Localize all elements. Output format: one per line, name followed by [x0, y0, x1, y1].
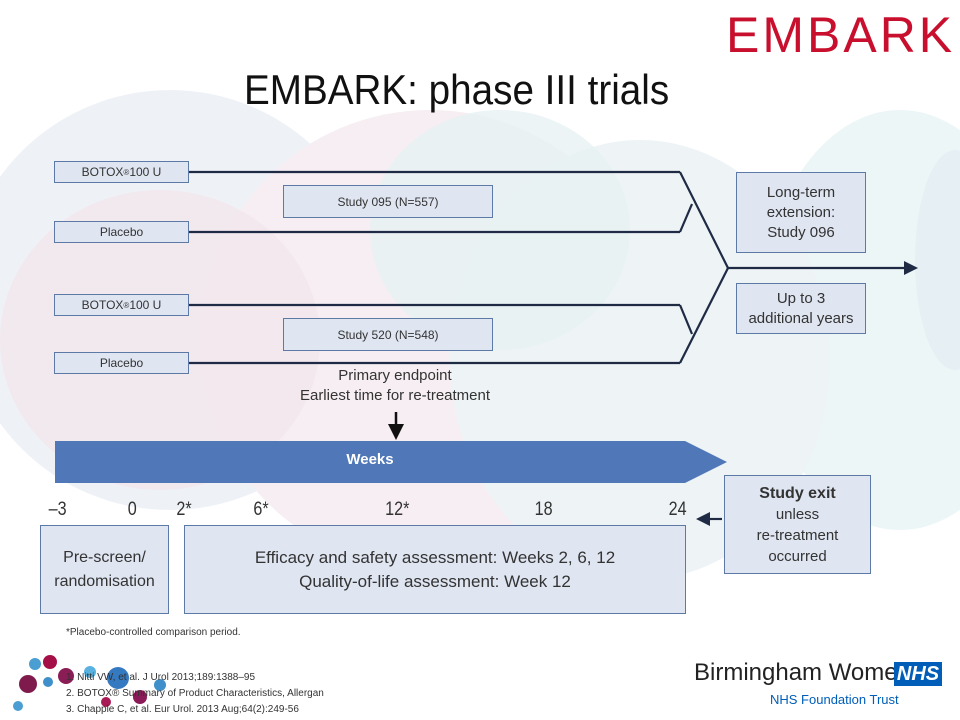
years-line-2: additional years — [748, 309, 854, 327]
study-095-label: Study 095 (N=557) — [337, 194, 439, 209]
week-tick: 12* — [385, 499, 410, 520]
footnote: *Placebo-controlled comparison period. — [66, 627, 241, 638]
arm-placebo-label: Placebo — [99, 225, 144, 239]
registered-mark: ® — [123, 167, 130, 177]
reference-item: 1. Nitti VW, et al. J Urol 2013;189:1388… — [66, 672, 255, 683]
study-095-box: Study 095 (N=557) — [283, 185, 493, 218]
weeks-timeline-bar — [55, 441, 727, 483]
study-520-box: Study 520 (N=548) — [283, 318, 493, 351]
study-520-label: Study 520 (N=548) — [337, 327, 439, 342]
arm-botox-dose: 100 U — [129, 298, 162, 312]
weeks-label: Weeks — [346, 451, 394, 468]
efficacy-line-1: Efficacy and safety assessment: Weeks 2,… — [254, 547, 616, 567]
primary-endpoint-note: Primary endpoint Earliest time for re-tr… — [270, 366, 520, 406]
prescreen-line-2: randomisation — [54, 572, 155, 590]
week-tick: 24 — [668, 499, 687, 520]
long-term-extension-box: Long-term extension: Study 096 — [736, 172, 866, 253]
study-exit-box: Study exit unless re-treatment occurred — [724, 475, 871, 574]
additional-years-box: Up to 3 additional years — [736, 283, 866, 334]
reference-item: 2. BOTOX® Summary of Product Characteris… — [66, 688, 324, 699]
arm-placebo-label: Placebo — [99, 356, 144, 370]
arm-botox-520: BOTOX® 100 U — [54, 294, 189, 316]
week-tick: 0 — [127, 499, 137, 520]
arm-placebo-095: Placebo — [54, 221, 189, 243]
years-line-1: Up to 3 — [776, 289, 826, 307]
endpoint-line-2: Earliest time for re-treatment — [299, 387, 491, 404]
extension-line-3: Study 096 — [767, 223, 835, 241]
registered-mark: ® — [123, 300, 130, 310]
exit-line-1: Study exit — [759, 484, 836, 502]
slide-title: EMBARK: phase III trials — [244, 66, 670, 113]
prescreen-box: Pre-screen/ randomisation — [40, 525, 169, 614]
arm-botox-dose: 100 U — [129, 165, 162, 179]
arm-botox-095: BOTOX® 100 U — [54, 161, 189, 183]
week-tick: –3 — [48, 499, 67, 520]
extension-line-1: Long-term — [766, 183, 836, 201]
arm-placebo-520: Placebo — [54, 352, 189, 374]
endpoint-line-1: Primary endpoint — [338, 367, 452, 384]
trust-name: NHS Foundation Trust — [770, 692, 899, 707]
reference-item: 3. Chapple C, et al. Eur Urol. 2013 Aug;… — [66, 704, 299, 715]
arm-botox-label: BOTOX — [81, 298, 124, 312]
week-tick: 2* — [176, 499, 192, 520]
prescreen-line-1: Pre-screen/ — [63, 548, 146, 566]
week-tick: 6* — [253, 499, 269, 520]
embark-logo: EMBARK — [726, 7, 956, 63]
hospital-name: Birmingham Women's — [694, 659, 928, 686]
extension-line-2: extension: — [766, 203, 836, 221]
nhs-logo: NHS — [894, 662, 942, 686]
references: 1. Nitti VW, et al. J Urol 2013;189:1388… — [66, 670, 324, 718]
exit-line-2: unless — [775, 505, 820, 523]
efficacy-line-2: Quality-of-life assessment: Week 12 — [299, 571, 571, 591]
exit-line-3: re-treatment — [756, 526, 839, 544]
arm-botox-label: BOTOX — [81, 165, 124, 179]
exit-line-4: occurred — [768, 547, 827, 565]
week-tick: 18 — [534, 499, 553, 520]
efficacy-assessment-box: Efficacy and safety assessment: Weeks 2,… — [184, 525, 686, 614]
